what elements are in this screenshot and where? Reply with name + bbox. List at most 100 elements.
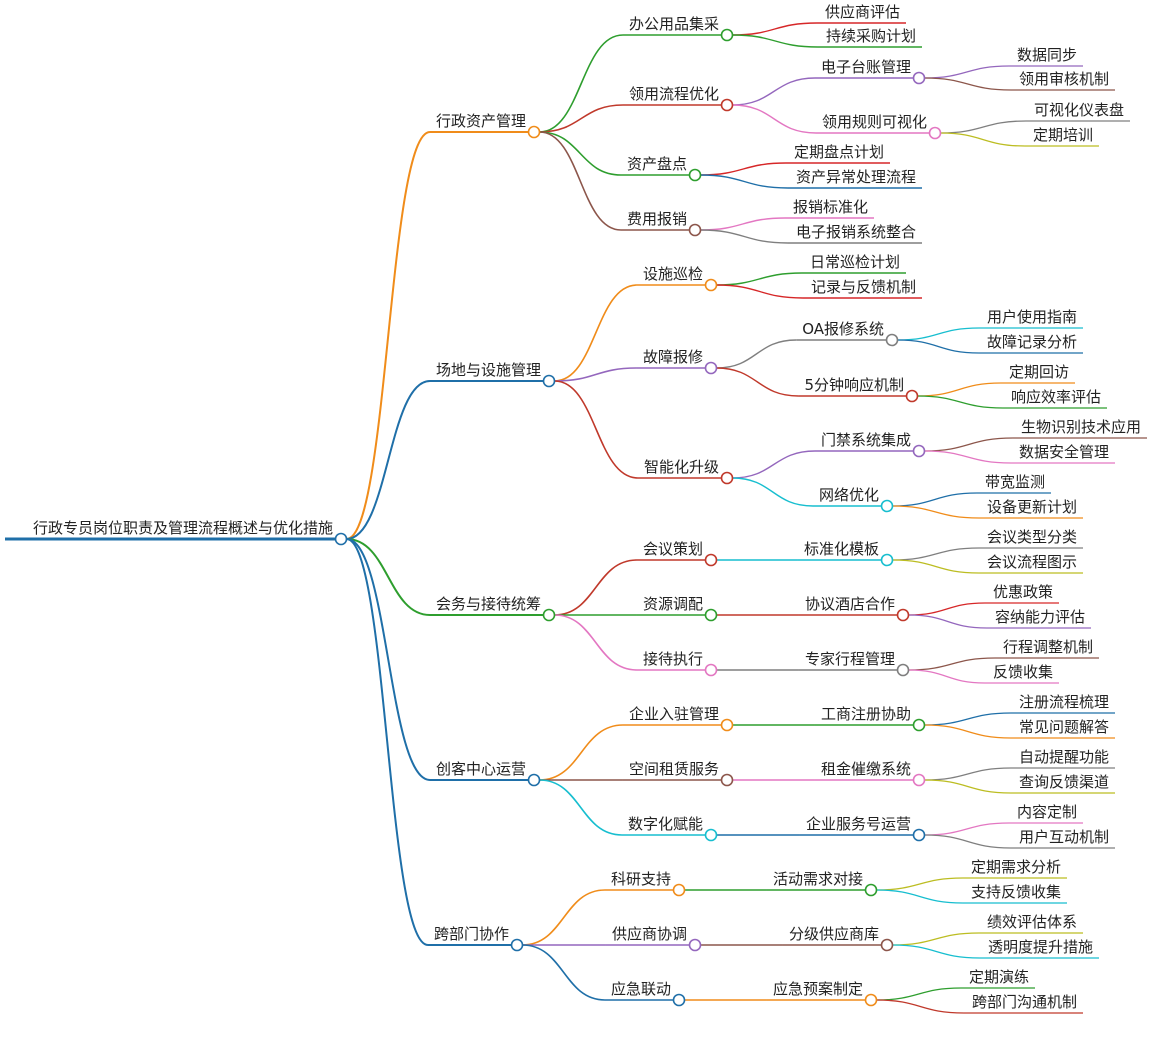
- branch-label: 场地与设施管理: [436, 361, 541, 379]
- subtopic-node[interactable]: [672, 883, 686, 897]
- detail-label: 电子台账管理: [821, 58, 911, 76]
- detail-label: 专家行程管理: [805, 650, 895, 668]
- leaf-label: 生物识别技术应用: [1021, 418, 1141, 436]
- subtopic-node[interactable]: [688, 168, 702, 182]
- leaf-label: 跨部门沟通机制: [972, 993, 1077, 1011]
- detail-connector: [732, 77, 815, 106]
- subtopic-node[interactable]: [704, 361, 718, 375]
- detail-node[interactable]: [880, 499, 894, 513]
- detail-node[interactable]: [896, 608, 910, 622]
- subtopic-node[interactable]: [720, 98, 734, 112]
- leaf-connector: [897, 327, 979, 341]
- leaf-connector: [908, 602, 985, 616]
- leaf-connector: [924, 767, 1011, 781]
- subtopic-node[interactable]: [720, 28, 734, 42]
- leaf-label: 容纳能力评估: [995, 608, 1085, 626]
- subtopic-node[interactable]: [720, 773, 734, 787]
- leaf-connector: [876, 877, 963, 891]
- branch-connector: [346, 538, 431, 781]
- subtopic-node[interactable]: [704, 553, 718, 567]
- branch-node[interactable]: [510, 938, 524, 952]
- branch-label: 创客中心运营: [436, 760, 526, 778]
- leaf-label: 定期需求分析: [971, 858, 1061, 876]
- detail-connector: [700, 229, 788, 244]
- leaf-connector: [917, 395, 1003, 409]
- subtopic-node[interactable]: [672, 993, 686, 1007]
- detail-label: 活动需求对接: [773, 870, 863, 888]
- subtopic-label: 智能化升级: [644, 458, 719, 476]
- leaf-connector: [908, 614, 987, 629]
- leaf-connector: [924, 834, 1011, 849]
- subtopic-label: 接待执行: [643, 650, 703, 668]
- leaf-label: 常见问题解答: [1019, 718, 1109, 736]
- detail-node[interactable]: [912, 773, 926, 787]
- detail-label: 领用规则可视化: [822, 113, 927, 131]
- subtopic-connector: [539, 779, 622, 836]
- subtopic-label: 会议策划: [643, 540, 703, 558]
- leaf-label: 带宽监测: [985, 473, 1045, 491]
- leaf-label: 优惠政策: [993, 583, 1053, 601]
- detail-node[interactable]: [905, 389, 919, 403]
- leaf-label: 数据同步: [1017, 46, 1077, 64]
- leaf-label: 可视化仪表盘: [1034, 101, 1124, 119]
- detail-node[interactable]: [896, 663, 910, 677]
- subtopic-node[interactable]: [720, 471, 734, 485]
- leaf-connector: [924, 77, 1011, 91]
- detail-label: OA报修系统: [802, 320, 884, 338]
- subtopic-connector: [554, 380, 638, 479]
- subtopic-node[interactable]: [704, 278, 718, 292]
- branch-node[interactable]: [542, 374, 556, 388]
- detail-label: 定期盘点计划: [794, 143, 884, 161]
- subtopic-label: 资产盘点: [627, 155, 687, 173]
- subtopic-node[interactable]: [704, 663, 718, 677]
- detail-node[interactable]: [864, 993, 878, 1007]
- leaf-label: 数据安全管理: [1019, 443, 1109, 461]
- leaf-connector: [924, 712, 1011, 726]
- detail-connector: [732, 477, 813, 507]
- detail-node[interactable]: [912, 71, 926, 85]
- branch-node[interactable]: [527, 773, 541, 787]
- detail-node[interactable]: [880, 938, 894, 952]
- detail-connector: [732, 22, 817, 36]
- root-title: 行政专员岗位职责及管理流程概述与优化措施: [33, 519, 333, 537]
- detail-node[interactable]: [912, 828, 926, 842]
- subtopic-connector: [522, 944, 605, 1001]
- branch-node[interactable]: [542, 608, 556, 622]
- subtopic-node[interactable]: [704, 608, 718, 622]
- subtopic-connector: [522, 889, 605, 946]
- leaf-connector: [908, 657, 995, 671]
- leaf-label: 绩效评估体系: [987, 913, 1077, 931]
- detail-label: 网络优化: [819, 486, 879, 504]
- detail-label: 记录与反馈机制: [811, 278, 916, 296]
- detail-node[interactable]: [912, 718, 926, 732]
- detail-node[interactable]: [928, 126, 942, 140]
- subtopic-node[interactable]: [720, 718, 734, 732]
- branch-node[interactable]: [527, 125, 541, 139]
- detail-node[interactable]: [912, 444, 926, 458]
- detail-label: 5分钟响应机制: [804, 376, 904, 394]
- leaf-connector: [876, 999, 964, 1014]
- detail-node[interactable]: [885, 333, 899, 347]
- detail-node[interactable]: [880, 553, 894, 567]
- branch-connector: [346, 380, 431, 540]
- detail-node[interactable]: [864, 883, 878, 897]
- leaf-connector: [892, 492, 977, 507]
- leaf-connector: [892, 559, 979, 574]
- subtopic-label: 故障报修: [643, 348, 703, 366]
- root-node[interactable]: [334, 532, 348, 546]
- leaf-connector: [876, 889, 963, 904]
- subtopic-connector: [554, 559, 637, 616]
- leaf-label: 反馈收集: [993, 663, 1053, 681]
- detail-connector: [716, 272, 802, 286]
- leaf-label: 定期培训: [1033, 126, 1093, 144]
- subtopic-connector: [539, 131, 622, 231]
- leaf-connector: [892, 547, 979, 561]
- subtopic-node[interactable]: [688, 938, 702, 952]
- subtopic-node[interactable]: [688, 223, 702, 237]
- detail-connector: [700, 162, 786, 176]
- leaf-label: 透明度提升措施: [988, 938, 1093, 956]
- subtopic-node[interactable]: [704, 828, 718, 842]
- leaf-label: 用户使用指南: [987, 308, 1077, 326]
- subtopic-label: 费用报销: [627, 210, 687, 228]
- detail-label: 分级供应商库: [789, 925, 879, 943]
